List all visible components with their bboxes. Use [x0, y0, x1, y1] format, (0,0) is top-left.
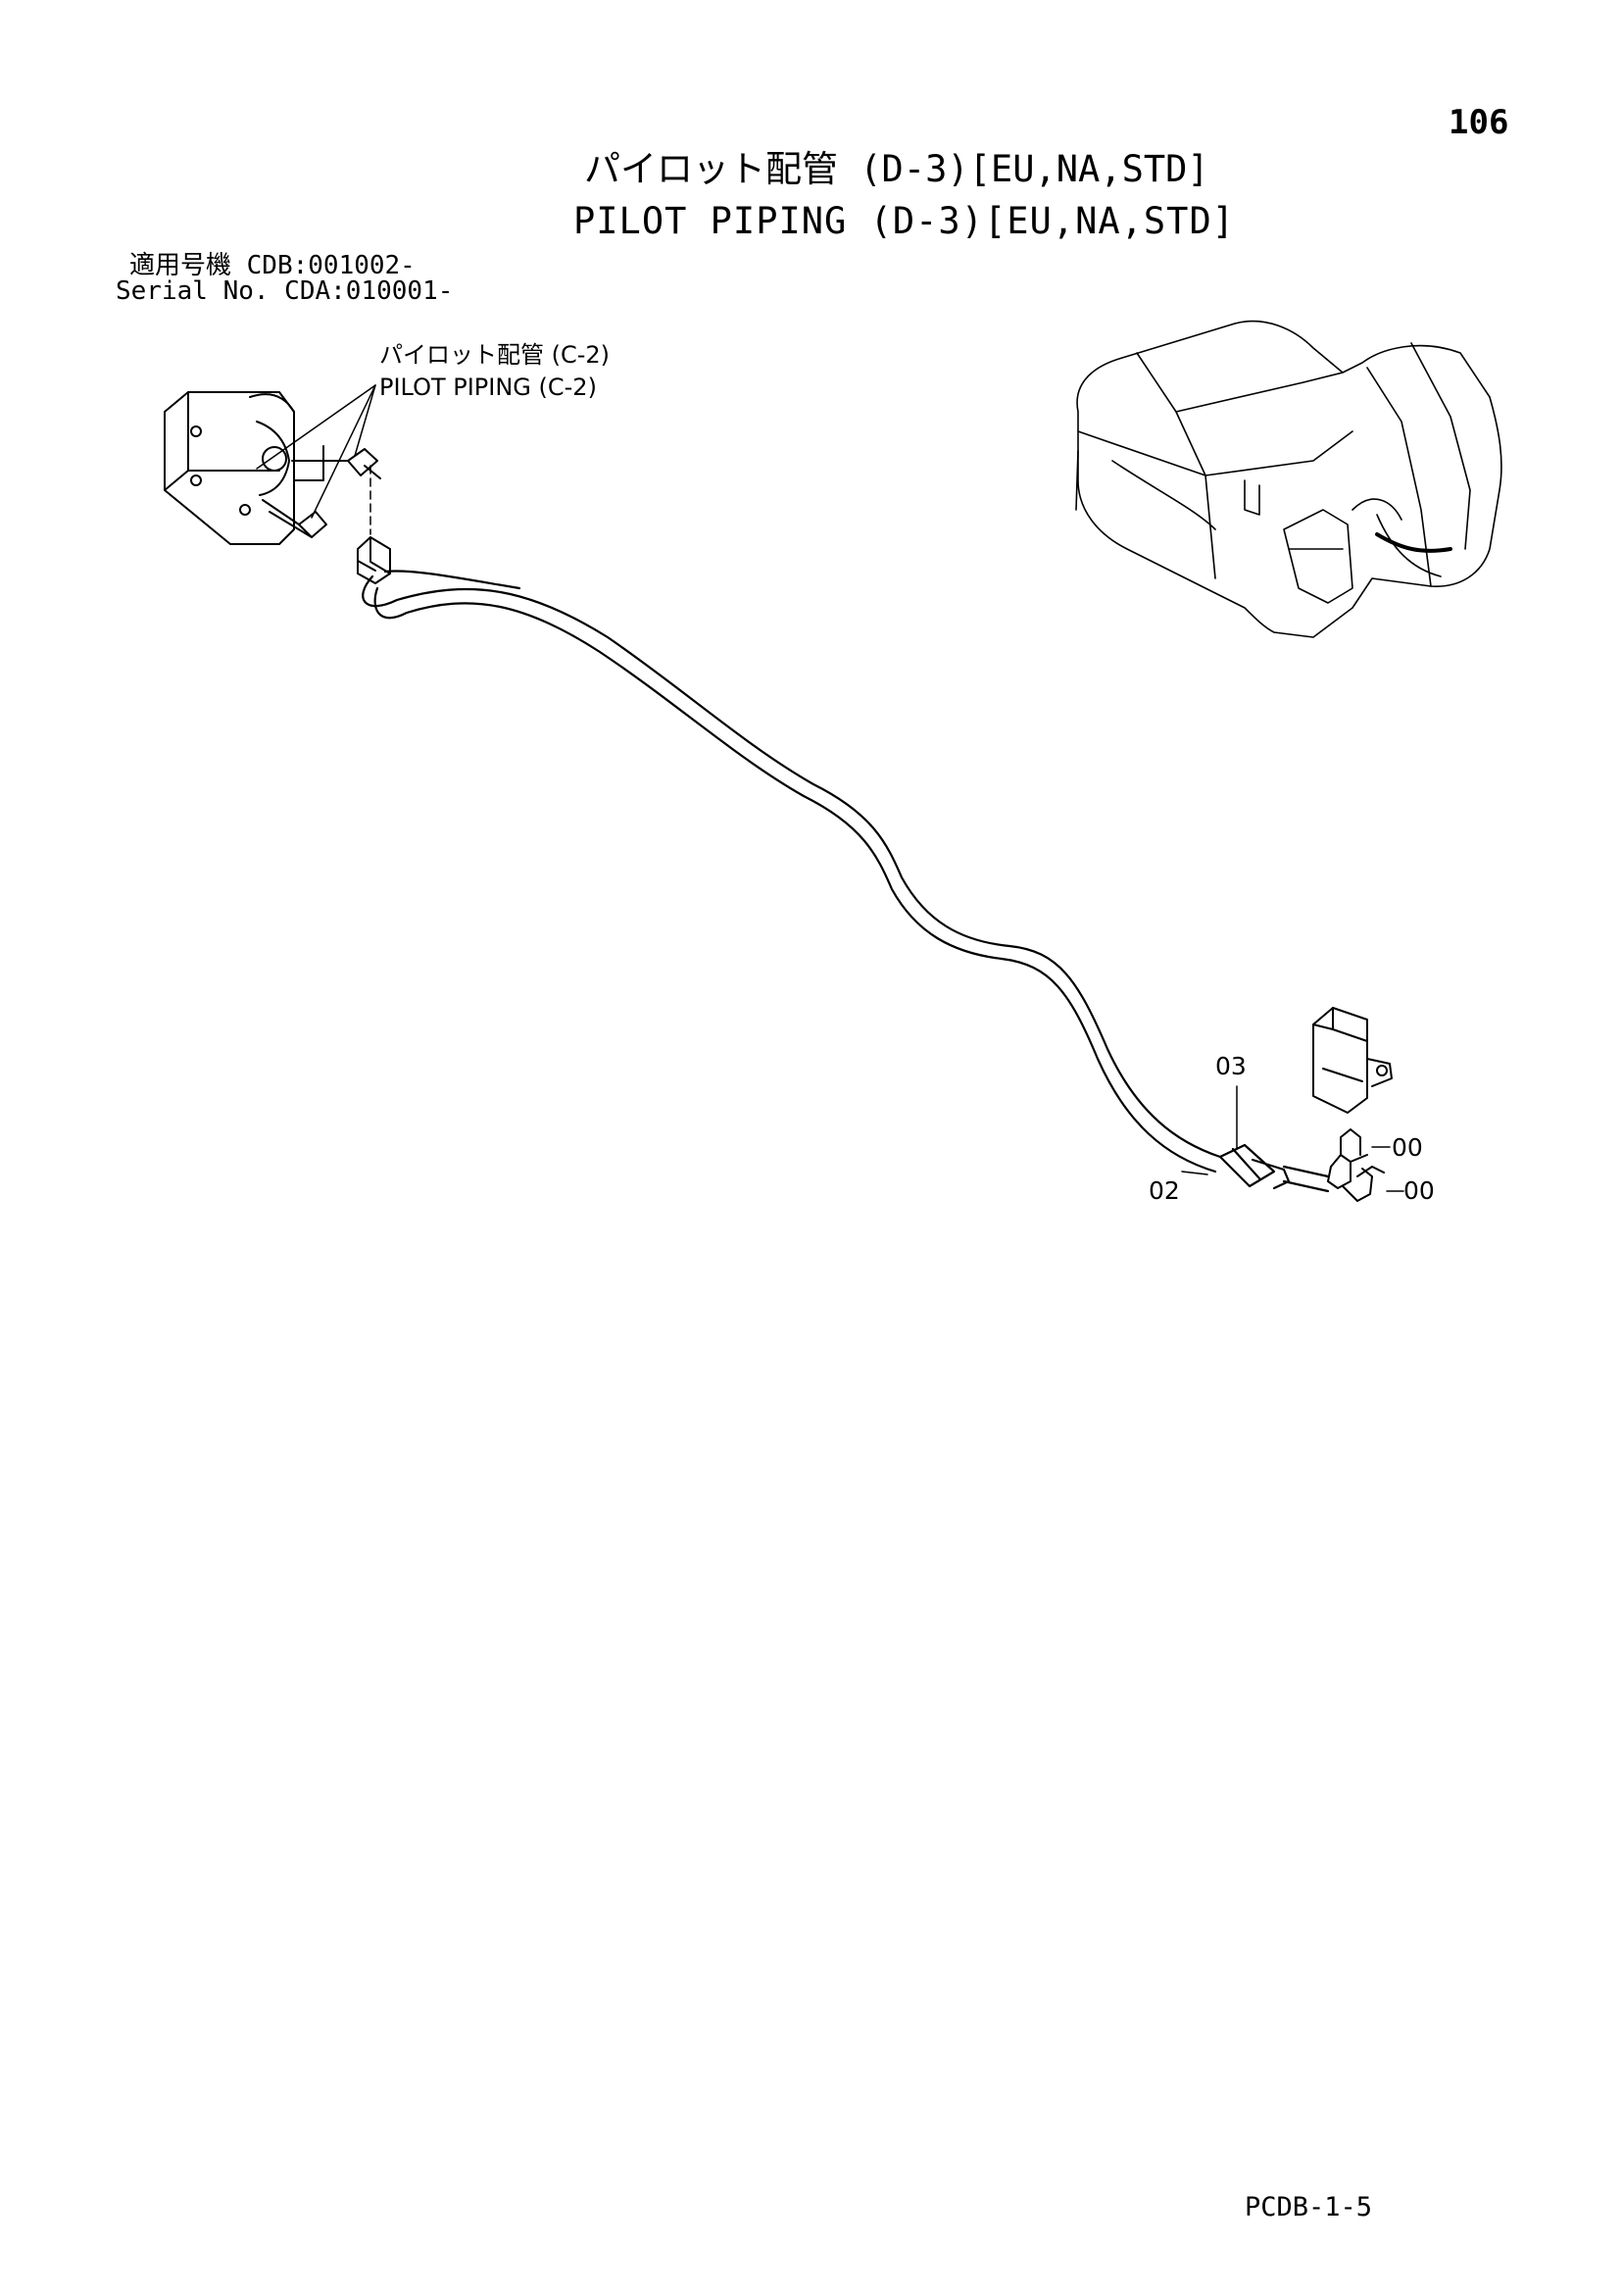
serial-applicable-line: 適用号機 CDB:001002- [129, 251, 416, 280]
elbow-fittings [1327, 1128, 1385, 1202]
part-number-02: 02 [1149, 1176, 1180, 1205]
footer-code: PCDB-1-5 [1245, 2192, 1373, 2222]
part-number-00-upper: 00 [1392, 1133, 1423, 1162]
pilot-valve [1312, 1007, 1393, 1114]
callout-pilot-piping-en: PILOT PIPING (C-2) [379, 374, 597, 401]
block-fittings [262, 445, 381, 538]
part-leaders [1181, 1085, 1404, 1192]
title-japanese: パイロット配管 (D-3)[EU,NA,STD] [584, 148, 1209, 190]
callout-pilot-piping-jp: パイロット配管 (C-2) [379, 341, 611, 369]
serial-number-line: Serial No. CDA:010001- [116, 276, 454, 306]
title-english: PILOT PIPING (D-3)[EU,NA,STD] [573, 200, 1236, 242]
part-number-00-lower: 00 [1403, 1176, 1435, 1205]
excavator-overview [1075, 320, 1502, 638]
page-number: 106 [1449, 103, 1509, 142]
pilot-hoses [362, 570, 1330, 1193]
part-number-03: 03 [1215, 1052, 1247, 1080]
valve-block [164, 391, 295, 545]
callout-leaders [256, 384, 376, 535]
hose-fitting-start [357, 536, 391, 584]
